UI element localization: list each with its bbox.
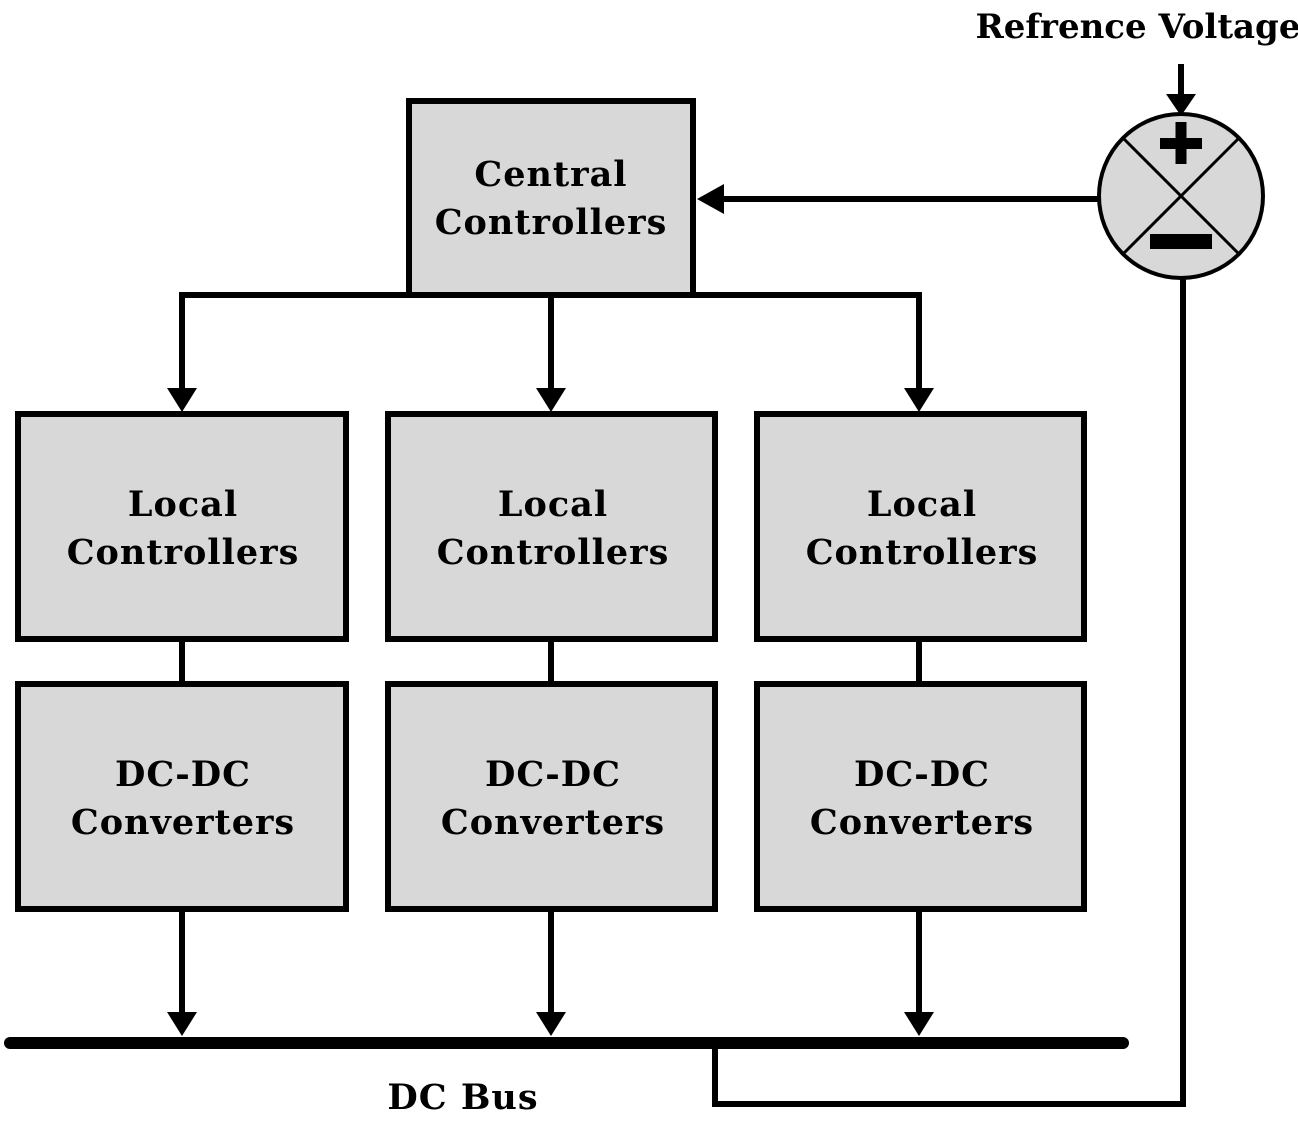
dc-dc-converters-label-1b: Converters [71,802,295,843]
central-controllers-label-1: Central [474,154,627,195]
plus-sign-icon [1160,122,1202,164]
central-controllers-label-2: Controllers [435,202,668,243]
feedback-to-central-arrow [697,184,1100,214]
local-controllers-label-2a: Local [498,484,608,525]
local-controllers-label-2b: Controllers [437,532,670,573]
dc-dc-converters-box-2: DC-DC Converters [385,681,718,912]
dc-bus-label: DC Bus [387,1077,538,1118]
dc-dc-converters-box-3: DC-DC Converters [754,681,1087,912]
local-controllers-label-3b: Controllers [806,532,1039,573]
central-controllers-box: Central Controllers [406,98,696,298]
bus-feedback-path [712,278,1186,1107]
reference-arrow [1166,64,1196,116]
dc-dc-converters-box-1: DC-DC Converters [15,681,349,912]
dc-dc-converters-label-3a: DC-DC [854,754,990,795]
dc-dc-converters-label-1a: DC-DC [115,754,251,795]
summing-junction [1097,112,1265,280]
central-distribution-lines [167,292,934,412]
converter-to-bus-arrows [167,909,934,1036]
local-to-converter-links [179,639,922,684]
minus-sign-icon [1150,234,1212,249]
dc-dc-converters-label-2a: DC-DC [485,754,621,795]
local-controllers-box-3: Local Controllers [754,411,1087,642]
local-controllers-label-3a: Local [867,484,977,525]
local-controllers-label-1a: Local [128,484,238,525]
reference-voltage-label: Refrence Voltage [976,7,1298,47]
local-controllers-box-2: Local Controllers [385,411,718,642]
local-controllers-label-1b: Controllers [67,532,300,573]
dc-dc-converters-label-2b: Converters [441,802,665,843]
local-controllers-box-1: Local Controllers [15,411,349,642]
dc-dc-converters-label-3b: Converters [810,802,1034,843]
